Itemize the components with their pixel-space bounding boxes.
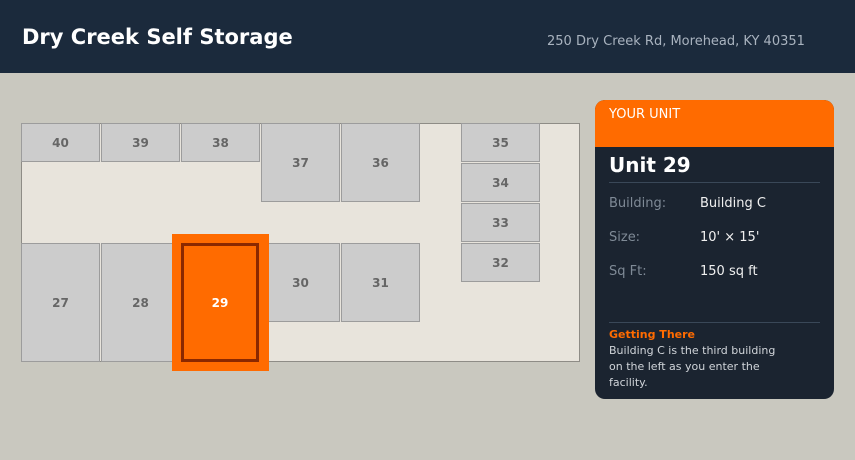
unit-info-card: YOUR UNIT Unit 29 Building: Building C S… bbox=[595, 100, 834, 399]
unit-title: Unit 29 bbox=[609, 153, 691, 177]
building-label: Building: bbox=[609, 196, 667, 211]
facility-map: 40 39 38 37 36 35 34 33 32 27 28 30 31 bbox=[21, 123, 580, 362]
directions-text: Building C is the third building on the … bbox=[609, 344, 776, 389]
facility-title: Dry Creek Self Storage bbox=[22, 25, 293, 49]
unit-35[interactable]: 35 bbox=[461, 123, 540, 162]
unit-31[interactable]: 31 bbox=[341, 243, 420, 322]
unit-34[interactable]: 34 bbox=[461, 163, 540, 202]
size-value: 10' × 15' bbox=[700, 230, 760, 245]
sqft-value: 150 sq ft bbox=[700, 264, 758, 279]
divider bbox=[609, 322, 820, 323]
building-value: Building C bbox=[700, 196, 766, 211]
unit-36[interactable]: 36 bbox=[341, 123, 420, 202]
unit-39[interactable]: 39 bbox=[101, 123, 180, 162]
unit-29-selected[interactable]: 29 bbox=[181, 243, 259, 362]
unit-32[interactable]: 32 bbox=[461, 243, 540, 282]
header: Dry Creek Self Storage 250 Dry Creek Rd,… bbox=[0, 0, 855, 73]
unit-40[interactable]: 40 bbox=[21, 123, 100, 162]
facility-address: 250 Dry Creek Rd, Morehead, KY 40351 bbox=[547, 34, 805, 49]
card-header: YOUR UNIT bbox=[595, 100, 834, 147]
unit-33[interactable]: 33 bbox=[461, 203, 540, 242]
divider bbox=[609, 182, 820, 183]
unit-38[interactable]: 38 bbox=[181, 123, 260, 162]
sqft-label: Sq Ft: bbox=[609, 264, 647, 279]
unit-28[interactable]: 28 bbox=[101, 243, 180, 362]
selected-unit-highlight: 29 bbox=[172, 234, 269, 371]
unit-37[interactable]: 37 bbox=[261, 123, 340, 202]
size-label: Size: bbox=[609, 230, 641, 245]
unit-27[interactable]: 27 bbox=[21, 243, 100, 362]
directions-title: Getting There bbox=[609, 328, 695, 341]
unit-30[interactable]: 30 bbox=[261, 243, 340, 322]
